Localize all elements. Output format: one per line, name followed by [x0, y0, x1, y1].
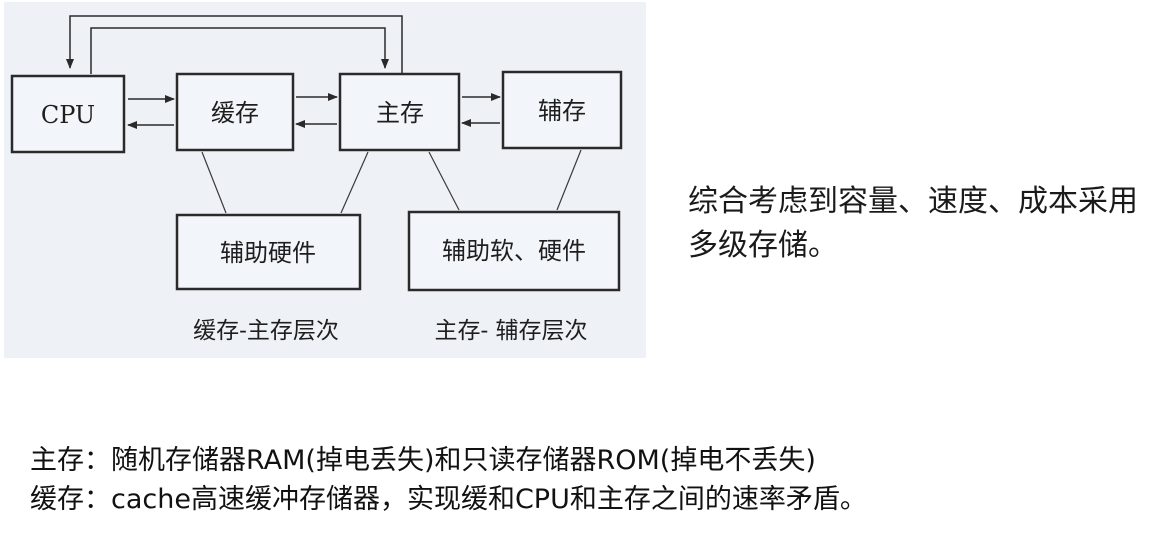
- diagram-photo: CPU 缓存 主存 辅存 辅助硬件 辅助软、硬件 缓存-主存层次 主存- 辅存层…: [4, 2, 646, 358]
- cache-box: [175, 72, 295, 152]
- aux-storage-label: 辅存: [538, 97, 586, 125]
- cache-label: 缓存: [211, 99, 259, 127]
- memory-hierarchy-diagram: CPU 缓存 主存 辅存 辅助硬件 辅助软、硬件 缓存-主存层次 主存- 辅存层…: [10, 15, 623, 344]
- aux-to-swhw-line: [556, 149, 582, 211]
- main-memory-label: 主存: [376, 99, 424, 127]
- cache-to-hw-line: [201, 151, 227, 214]
- cache-main-level-caption: 缓存-主存层次: [193, 318, 339, 344]
- cpu-box: [10, 74, 126, 154]
- main-to-hw-line: [340, 151, 369, 214]
- main-memory-box: [338, 72, 461, 152]
- cache-note: 缓存：cache高速缓冲存储器，实现缓和CPU和主存之间的速率矛盾。: [30, 484, 867, 515]
- aux-hardware-label: 辅助硬件: [220, 239, 316, 267]
- aux-hardware-box: [175, 213, 362, 291]
- main-to-swhw-line: [428, 151, 460, 211]
- main-to-cpu-top-line: [66, 15, 403, 74]
- side-note: 综合考虑到容量、速度、成本采用多级存储。: [688, 184, 1138, 263]
- main-memory-note: 主存：随机存储器RAM(掉电丢失)和只读存储器ROM(掉电不丢失): [30, 445, 816, 476]
- cpu-to-main-top-line: [90, 27, 389, 74]
- aux-sw-hw-box: [407, 210, 621, 292]
- cpu-label: CPU: [41, 101, 95, 129]
- aux-storage-box: [501, 70, 623, 150]
- aux-sw-hw-label: 辅助软、硬件: [442, 237, 586, 265]
- main-aux-level-caption: 主存- 辅存层次: [434, 318, 587, 344]
